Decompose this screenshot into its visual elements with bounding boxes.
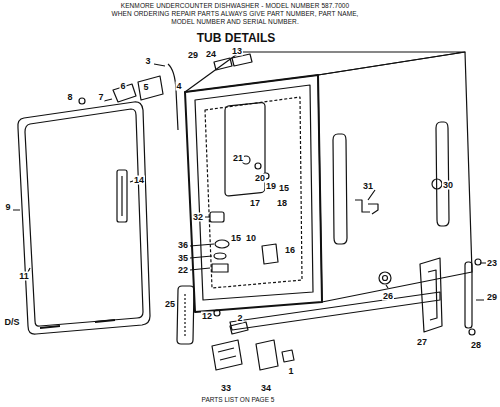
callout-number: 18 [276, 199, 288, 208]
header-text: KENMORE UNDERCOUNTER DISHWASHER - MODEL … [121, 3, 350, 10]
callout-number: 30 [442, 181, 454, 190]
callout-number: 29 [187, 51, 199, 60]
callout-number: D/S [3, 318, 20, 327]
callout-number: 26 [382, 292, 394, 301]
callout-number: 8 [66, 93, 73, 102]
callout-number: 24 [205, 50, 217, 59]
callout-number: 34 [260, 384, 272, 393]
diagram-title: TUB DETAILS [197, 32, 275, 44]
callout-number: 7 [97, 93, 104, 102]
callout-number: 17 [249, 199, 261, 208]
callout-number: 2 [236, 314, 243, 323]
callout-number: 6 [119, 82, 126, 91]
header-text: MODEL NUMBER AND SERIAL NUMBER. [171, 19, 299, 26]
callout-number: 23 [486, 259, 498, 268]
header-text: WHEN ORDERING REPAIR PARTS ALWAYS GIVE P… [112, 11, 359, 18]
callout-number: 29 [486, 293, 498, 302]
callout-number: 27 [416, 338, 428, 347]
callout-number: 16 [284, 246, 296, 255]
callout-number: 14 [133, 176, 145, 185]
callout-number: 33 [220, 384, 232, 393]
callout-number: 31 [362, 182, 374, 191]
callout-number: 11 [18, 272, 30, 281]
callout-number: 15 [230, 234, 242, 243]
callout-number: 9 [4, 203, 11, 212]
callout-number: 21 [232, 154, 244, 163]
callout-number: 36 [177, 241, 189, 250]
callout-number: 10 [245, 234, 257, 243]
callout-number: 19 [265, 182, 277, 191]
callout-number: 15 [278, 184, 290, 193]
callout-number: 12 [201, 312, 213, 321]
callout-number: 28 [470, 341, 482, 350]
callout-number: 3 [144, 57, 151, 66]
callout-number: 5 [142, 83, 149, 92]
callout-number: 22 [177, 266, 189, 275]
callout-number: 32 [192, 213, 204, 222]
diagram-caption: PARTS LIST ON PAGE 5 [202, 397, 275, 404]
callout-number: 25 [164, 300, 176, 309]
callout-number: 13 [231, 47, 243, 56]
callout-number: 1 [287, 367, 294, 376]
callout-number: 35 [177, 254, 189, 263]
callout-number: 4 [175, 82, 182, 91]
